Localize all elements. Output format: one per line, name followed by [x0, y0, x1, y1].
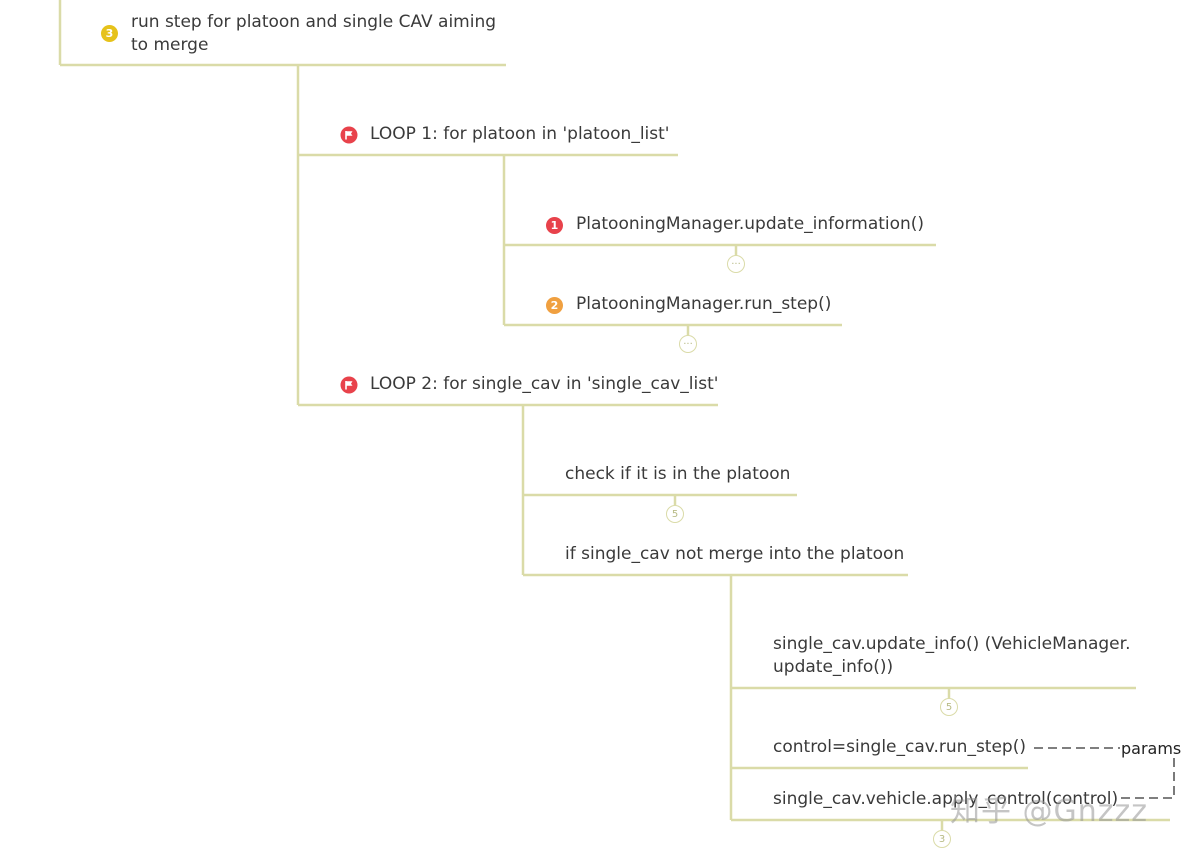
- node-loop1[interactable]: LOOP 1: for platoon in 'platoon_list': [370, 124, 670, 144]
- priority-1-icon: 1: [546, 217, 563, 234]
- flag-icon: [340, 126, 358, 144]
- params-label: params: [1121, 739, 1182, 758]
- priority-2-icon: 2: [546, 297, 563, 314]
- node-loop2[interactable]: LOOP 2: for single_cav in 'single_cav_li…: [370, 374, 719, 394]
- node-not-merge[interactable]: if single_cav not merge into the platoon: [565, 544, 905, 564]
- watermark: 知乎 @Gnzzz: [950, 794, 1149, 829]
- node-run-step[interactable]: PlatooningManager.run_step(): [576, 294, 832, 314]
- expand-toggle[interactable]: 3: [933, 830, 951, 848]
- priority-3-icon: 3: [101, 25, 118, 42]
- node-control[interactable]: control=single_cav.run_step(): [773, 737, 1026, 757]
- node-apply-control[interactable]: single_cav.vehicle.apply_control(control…: [773, 789, 1119, 809]
- expand-toggle[interactable]: ···: [679, 335, 697, 353]
- flag-icon: [340, 376, 358, 394]
- expand-toggle[interactable]: ···: [727, 255, 745, 273]
- expand-toggle[interactable]: 5: [666, 505, 684, 523]
- node-check-platoon[interactable]: check if it is in the platoon: [565, 464, 791, 484]
- node-update-information[interactable]: PlatooningManager.update_information(): [576, 214, 925, 234]
- expand-toggle[interactable]: 5: [940, 698, 958, 716]
- node-update-info[interactable]: single_cav.update_info() (VehicleManager…: [773, 634, 1131, 677]
- node-root[interactable]: run step for platoon and single CAV aimi…: [131, 12, 497, 55]
- params-dashed-connector: [1034, 747, 1175, 799]
